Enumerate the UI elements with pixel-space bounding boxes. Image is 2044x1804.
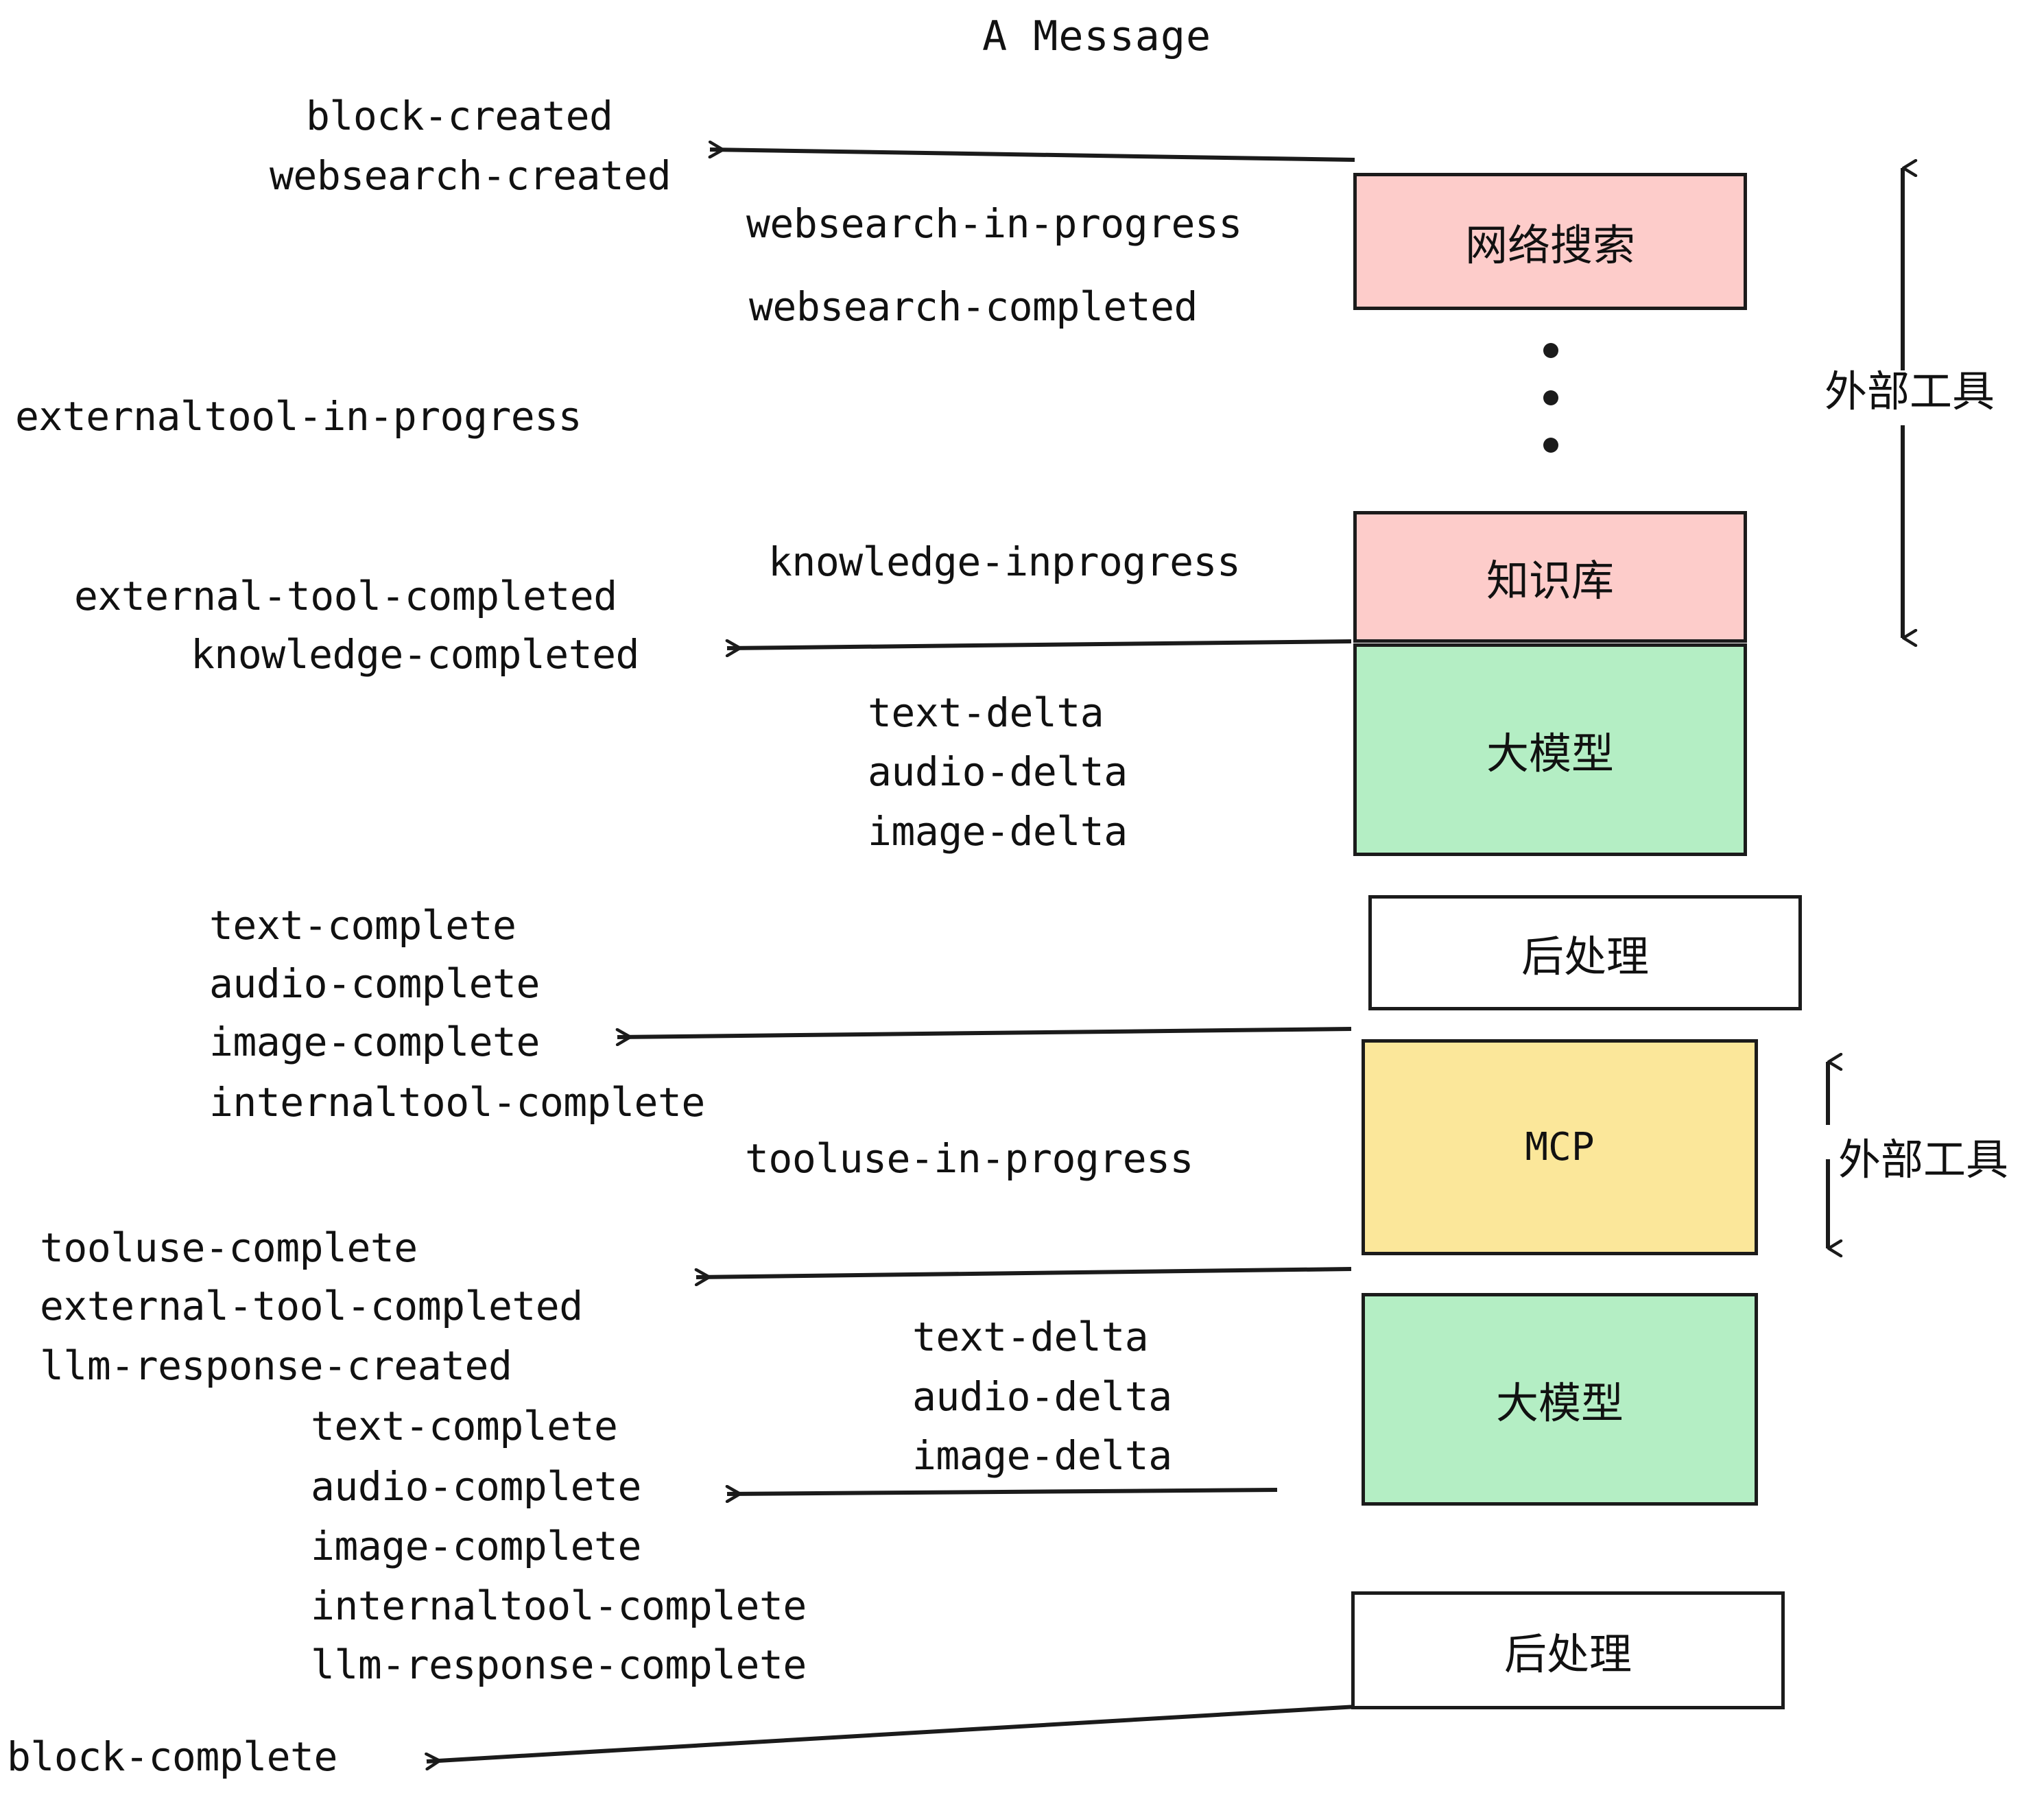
node-llm-box-bottom[interactable]: 大模型 [1362, 1293, 1758, 1506]
arrow-knowledge-completed [727, 641, 1352, 648]
arrow-image-complete [617, 1027, 1352, 1037]
label-external-tool-top: 外部工具 [1825, 366, 1995, 416]
event-external-tool-completed-2: external-tool-completed [40, 1283, 583, 1329]
event-block-complete: block-complete [7, 1733, 337, 1780]
event-text-complete-1: text-complete [209, 902, 516, 949]
node-llm-top-label: 大模型 [1486, 728, 1614, 779]
node-llm-bottom-label: 大模型 [1495, 1378, 1624, 1428]
event-text-delta-1: text-delta [868, 689, 1104, 736]
event-websearch-in-progress: websearch-in-progress [746, 200, 1242, 247]
node-postprocess-bottom[interactable]: 后处理 [1351, 1591, 1785, 1709]
event-websearch-completed: websearch-completed [749, 283, 1198, 330]
event-internaltool-complete-2: internaltool-complete [311, 1582, 807, 1629]
node-websearch-label: 网络搜索 [1464, 220, 1635, 270]
node-knowledge-box[interactable]: 知识库 [1353, 511, 1747, 643]
event-llm-response-complete: llm-response-complete [311, 1641, 807, 1688]
dot-1 [1543, 343, 1558, 358]
event-image-complete-2: image-complete [311, 1523, 641, 1569]
event-llm-response-created: llm-response-created [40, 1342, 512, 1389]
event-block-created: block-created [306, 93, 613, 139]
node-llm-box-top[interactable]: 大模型 [1353, 643, 1747, 856]
event-knowledge-inprogress: knowledge-inprogress [768, 538, 1241, 585]
event-knowledge-completed: knowledge-completed [191, 631, 639, 678]
event-audio-delta-2: audio-delta [912, 1373, 1172, 1420]
dot-2 [1543, 390, 1558, 405]
node-mcp-label: MCP [1525, 1125, 1595, 1170]
arrow-tooluse-complete [696, 1267, 1352, 1277]
ellipsis-dots [1543, 343, 1559, 453]
dot-3 [1543, 438, 1558, 453]
arrow-block-complete [427, 1705, 1357, 1761]
event-audio-delta-1: audio-delta [868, 748, 1128, 795]
event-audio-complete-1: audio-complete [209, 960, 540, 1007]
event-websearch-created: websearch-created [270, 152, 672, 199]
node-postprocess-top[interactable]: 后处理 [1368, 895, 1802, 1010]
event-image-delta-1: image-delta [868, 808, 1128, 855]
label-external-tool-bottom: 外部工具 [1838, 1135, 2009, 1185]
event-externaltool-in-progress: externaltool-in-progress [15, 393, 582, 440]
event-text-complete-2: text-complete [311, 1403, 618, 1449]
event-tooluse-in-progress: tooluse-in-progress [745, 1135, 1193, 1182]
event-audio-complete-2: audio-complete [311, 1463, 641, 1510]
event-external-tool-completed-1: external-tool-completed [74, 573, 617, 619]
event-image-complete-1: image-complete [209, 1019, 540, 1065]
event-internaltool-complete-1: internaltool-complete [209, 1079, 705, 1126]
event-tooluse-complete: tooluse-complete [40, 1224, 418, 1271]
node-knowledge-label: 知识库 [1486, 556, 1614, 606]
node-postprocess-bottom-label: 后处理 [1504, 1629, 1632, 1679]
node-postprocess-top-label: 后处理 [1521, 931, 1649, 982]
arrow-websearch-to-block-created [710, 150, 1355, 162]
node-mcp-box[interactable]: MCP [1362, 1039, 1758, 1255]
page-title: A Message [982, 12, 1212, 60]
arrow-audio-complete [727, 1490, 1278, 1494]
event-image-delta-2: image-delta [912, 1432, 1172, 1479]
event-text-delta-2: text-delta [912, 1314, 1149, 1360]
node-websearch-box[interactable]: 网络搜索 [1353, 173, 1747, 310]
